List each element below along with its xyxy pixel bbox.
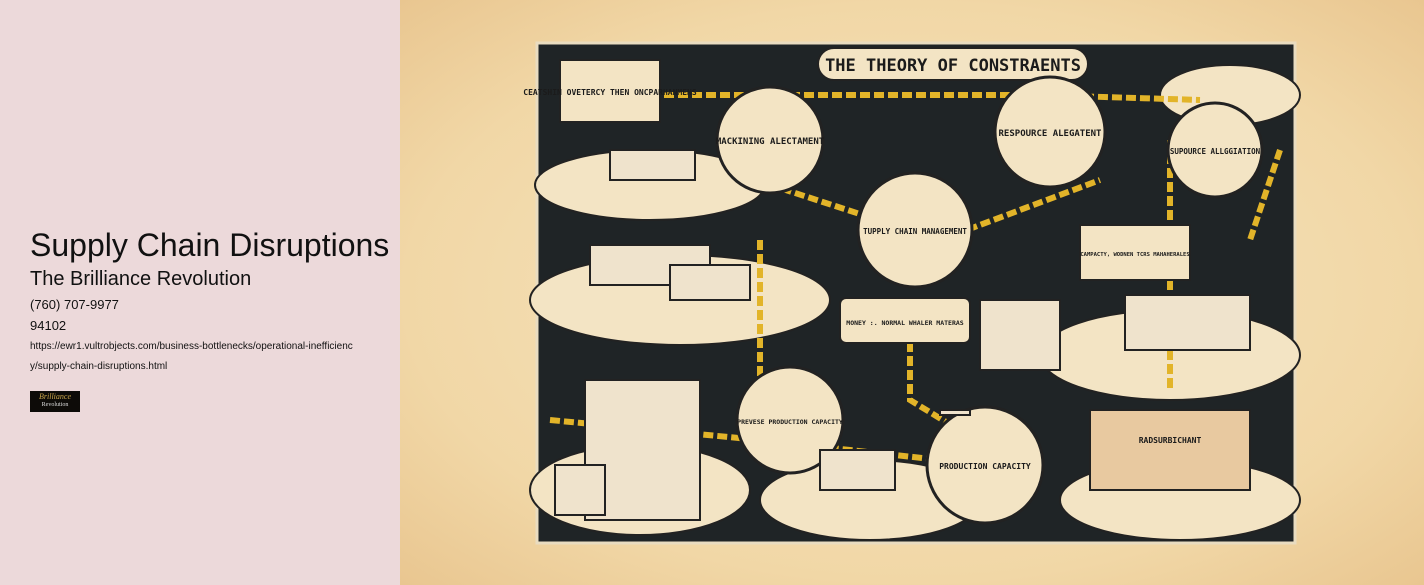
note-text: CAMPACTY, WODNEN TCRS MAHAHERALES bbox=[1080, 252, 1189, 258]
node-label: PRODUCTION CAPACITY bbox=[939, 462, 1031, 471]
banner bbox=[817, 47, 1089, 81]
note-box bbox=[839, 297, 971, 344]
company-name: The Brilliance Revolution bbox=[30, 268, 252, 290]
note-text: CEATSHIN OVETERCY THEN ONCPARHANMENS bbox=[523, 88, 697, 97]
warehouse bbox=[1089, 409, 1251, 491]
note-box bbox=[559, 59, 661, 123]
node-label: SUPOURCE ALLGGIATION bbox=[1170, 147, 1261, 156]
supply-chain-illustration: THE THEORY OF CONSTRAENTS CEATSHIN OVETE… bbox=[523, 41, 1301, 545]
node-label: MACKINING ALECTAMENT bbox=[716, 137, 825, 147]
note-box bbox=[1079, 224, 1191, 281]
page-title: Supply Chain Disruptions bbox=[30, 227, 390, 263]
business-info: Supply Chain Disruptions The Brilliance … bbox=[30, 227, 390, 412]
phone-number: (760) 707-9977 bbox=[30, 297, 119, 312]
node-label: PREVESE PRODUCTION CAPACITY bbox=[737, 418, 843, 426]
hero-illustration: THE THEORY OF CONSTRAENTS CEATSHIN OVETE… bbox=[400, 0, 1424, 585]
note-text: RADSURBICHANT bbox=[1139, 436, 1202, 445]
node-circles bbox=[715, 75, 1264, 525]
page-url[interactable]: https://ewr1.vultrobjects.com/business-b… bbox=[30, 341, 353, 372]
node-label: RESPOURCE ALEGATENT bbox=[999, 129, 1103, 139]
note-text: MONEY :. NORMAL WHALER MATERAS bbox=[846, 319, 963, 327]
zip-code: 94102 bbox=[30, 318, 67, 333]
banner-text: THE THEORY OF CONSTRAENTS bbox=[825, 56, 1081, 76]
trucks-and-buildings bbox=[554, 149, 1251, 521]
node-label: TUPPLY CHAIN MANAGEMENT bbox=[863, 227, 967, 236]
info-panel: Supply Chain Disruptions The Brilliance … bbox=[0, 0, 400, 585]
